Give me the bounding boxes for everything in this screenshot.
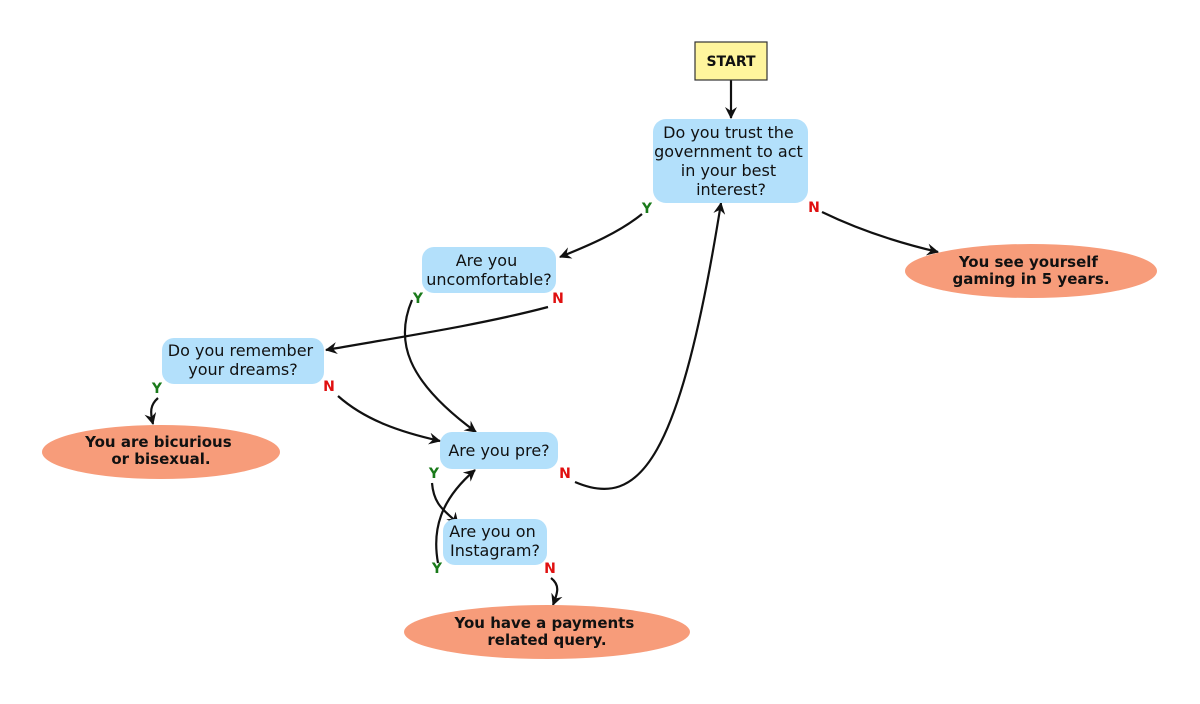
label-dreams-yes: Y: [151, 381, 163, 397]
edge-pre-yes-to-instagram: [430, 482, 459, 525]
outcome-bicurious-text: You are bicurious or bisexual.: [84, 433, 237, 468]
edge-dreams-yes-to-bicurious: [144, 397, 159, 425]
question-instagram-text: Are you on Instagram?: [449, 522, 541, 560]
edge-dreams-no-to-pre: [337, 395, 441, 445]
question-remember-dreams-text: Do you remember your dreams?: [168, 341, 318, 379]
question-instagram: Are you on Instagram?: [443, 519, 547, 565]
label-dreams-no: N: [323, 379, 335, 395]
edge-pre-no-to-trust: [574, 202, 726, 490]
outcome-payments: You have a payments related query.: [404, 605, 690, 659]
label-pre-no: N: [559, 466, 571, 482]
label-instagram-no: N: [544, 561, 556, 577]
outcome-payments-text: You have a payments related query.: [454, 614, 640, 649]
outcome-gaming-text: You see yourself gaming in 5 years.: [952, 253, 1109, 288]
question-pre: Are you pre?: [440, 432, 558, 469]
start-node: START: [694, 41, 768, 81]
edges: [144, 80, 939, 606]
edge-uncomfortable-yes-to-pre: [403, 299, 477, 433]
start-label: START: [706, 54, 756, 70]
outcome-gaming: You see yourself gaming in 5 years.: [905, 244, 1157, 298]
question-trust-government-text: Do you trust the government to act in yo…: [654, 123, 808, 199]
question-uncomfortable-text: Are you uncomfortable?: [426, 251, 551, 289]
outcome-bicurious: You are bicurious or bisexual.: [42, 425, 280, 479]
edge-instagram-no-to-payments: [550, 577, 563, 606]
question-trust-government: Do you trust the government to act in yo…: [653, 119, 808, 203]
label-trust-no: N: [808, 200, 820, 216]
edge-labels: Y N Y N Y N Y N Y N: [151, 200, 820, 577]
label-pre-yes: Y: [428, 466, 440, 482]
edge-uncomfortable-no-to-dreams: [325, 305, 549, 355]
question-pre-text: Are you pre?: [448, 441, 549, 460]
edge-trust-no-to-gaming: [821, 211, 939, 256]
label-uncomfortable-no: N: [552, 291, 564, 307]
question-remember-dreams: Do you remember your dreams?: [162, 338, 324, 384]
edge-trust-yes-to-uncomfortable: [559, 213, 643, 259]
edge-instagram-yes-to-pre: [435, 469, 476, 564]
label-trust-yes: Y: [641, 201, 653, 217]
label-instagram-yes: Y: [431, 561, 443, 577]
label-uncomfortable-yes: Y: [412, 291, 424, 307]
question-uncomfortable: Are you uncomfortable?: [422, 247, 556, 293]
